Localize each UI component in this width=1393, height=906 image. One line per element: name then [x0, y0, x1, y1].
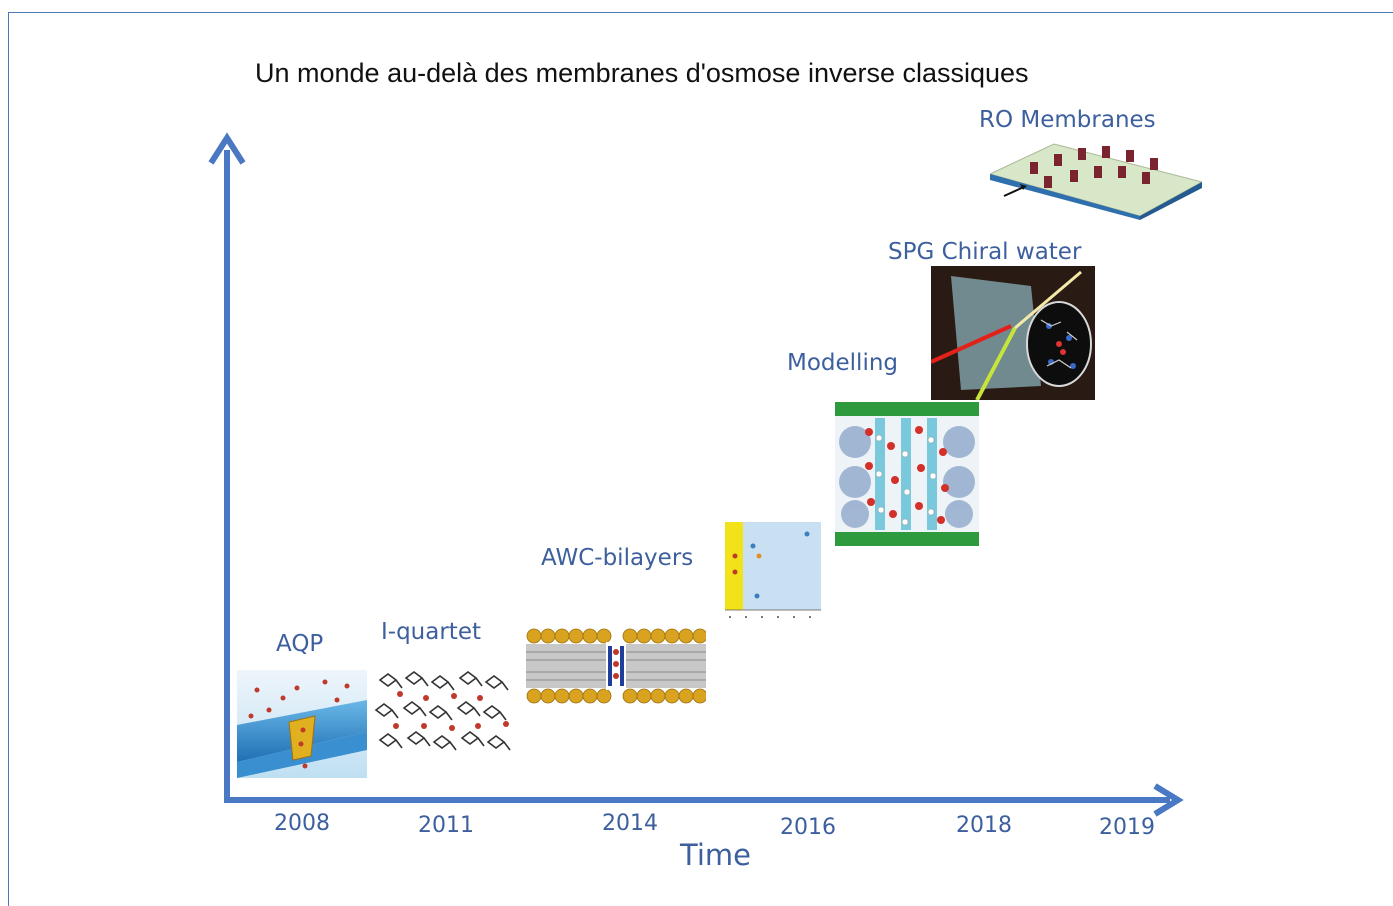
year-2016: 2016	[780, 815, 836, 840]
label-i-quartet: I-quartet	[381, 619, 481, 645]
x-axis-title: Time	[680, 838, 751, 872]
ro-membrane-image	[990, 140, 1202, 220]
label-aqp: AQP	[276, 631, 324, 657]
year-2011: 2011	[418, 813, 474, 838]
x-axis-arrowhead	[1153, 783, 1184, 817]
permeability-plot-image	[711, 516, 823, 626]
figure-title: Un monde au-delà des membranes d'osmose …	[255, 58, 1029, 88]
modelling-image	[835, 402, 979, 546]
year-2019: 2019	[1099, 815, 1155, 840]
i-quartet-image	[372, 668, 522, 758]
label-modelling: Modelling	[787, 350, 899, 376]
year-2014: 2014	[602, 811, 658, 836]
awc-bilayer-image	[526, 628, 706, 704]
label-awc-bilayers: AWC-bilayers	[541, 545, 694, 571]
y-axis-arrowhead	[208, 132, 246, 165]
label-spg-chiral-water: SPG Chiral water	[888, 239, 1082, 265]
figure-frame	[8, 12, 1393, 906]
chiral-water-image	[931, 266, 1095, 400]
label-ro-membranes: RO Membranes	[979, 107, 1156, 133]
year-2008: 2008	[274, 811, 330, 836]
aquaporin-image	[237, 670, 367, 778]
year-2018: 2018	[956, 813, 1012, 838]
